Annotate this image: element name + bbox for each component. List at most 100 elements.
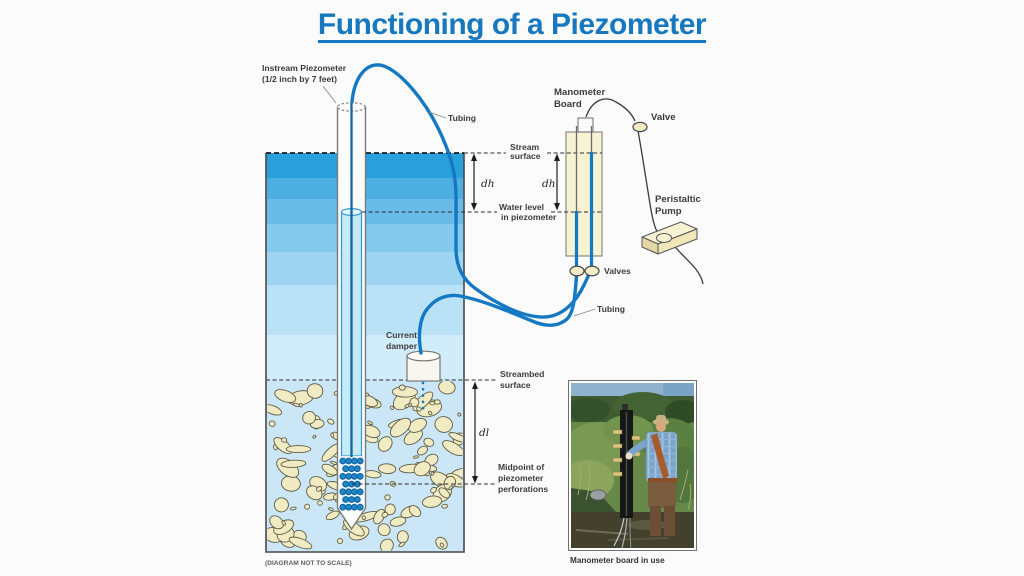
label-current-damper-2: damper [386, 341, 418, 351]
bottom-valve-right [584, 265, 600, 277]
perforation-hole [356, 503, 364, 511]
instream-piezometer [336, 102, 367, 531]
suction-line-mid [637, 130, 659, 234]
label-stream-surface: Stream [510, 142, 539, 152]
label-dl: dl [479, 427, 489, 439]
pebble [306, 383, 324, 399]
pebble [389, 516, 407, 527]
pebble [384, 494, 391, 501]
piezometer-leader [322, 85, 337, 104]
pebble [422, 495, 443, 508]
perforation-hole [339, 457, 347, 465]
pebble [442, 440, 463, 457]
perforation-hole [342, 496, 350, 503]
label-instream-piezometer-size: (1/2 inch by 7 feet) [262, 74, 337, 84]
label-streambed-surface: Streambed [500, 369, 544, 379]
labels: Instream Piezometer (1/2 inch by 7 feet)… [262, 63, 702, 567]
pebble [408, 417, 427, 433]
pebble [377, 463, 397, 475]
label-manometer-board-2: Board [554, 99, 582, 110]
pebble [457, 412, 462, 417]
label-peristaltic-pump: Peristaltic [655, 194, 702, 205]
bottom-valve-left [569, 265, 585, 277]
pebble [438, 381, 456, 395]
pebble [312, 434, 317, 439]
pebble [288, 536, 313, 550]
tubing-mid-leader [573, 308, 596, 317]
pebble [281, 520, 287, 526]
pebble [404, 403, 410, 409]
manometer-photo [568, 380, 697, 551]
label-manometer-board: Manometer [554, 87, 605, 98]
pebble [325, 510, 340, 521]
pebble [274, 389, 297, 403]
perforation-hole [353, 465, 361, 473]
tubing-damper-to-board [417, 265, 579, 355]
pebble [316, 486, 323, 492]
piezometer-perforations [339, 457, 364, 511]
pebble [438, 487, 451, 499]
perforation-hole [339, 488, 347, 496]
label-midpoint-3: perforations [498, 484, 548, 494]
label-tubing-top: Tubing [448, 113, 476, 123]
board-panel [565, 131, 603, 257]
pump-assembly [585, 98, 704, 285]
suction-line-out [669, 240, 704, 285]
label-tubing-mid: Tubing [597, 304, 625, 314]
pebble [330, 432, 335, 438]
pebble [430, 486, 437, 494]
manometer-board [565, 117, 603, 257]
stream-cross-section [265, 153, 496, 553]
pebble [327, 418, 335, 425]
tubing-top-leader [428, 111, 447, 119]
perforation-hole [356, 488, 364, 496]
pebble [302, 410, 316, 425]
perforation-hole [353, 496, 361, 503]
pebble [337, 537, 343, 545]
pebble [398, 384, 406, 391]
pebble [417, 445, 428, 456]
pebble [389, 417, 412, 438]
perforation-hole [345, 503, 353, 511]
page-title: Functioning of a Piezometer [317, 8, 707, 41]
pebble [413, 461, 431, 477]
pebble [403, 428, 423, 446]
pebble [285, 445, 312, 454]
label-stream-surface-2: surface [510, 151, 541, 161]
pebble [429, 401, 436, 406]
pump-rotor [656, 233, 672, 243]
pebble [269, 515, 284, 530]
label-water-level-2: in piezometer [501, 212, 557, 222]
pebble [448, 432, 463, 443]
perforation-hole [351, 457, 358, 465]
damper-top [406, 350, 441, 362]
pebble [379, 538, 394, 551]
perforation-hole [339, 503, 347, 511]
board-bracket [577, 117, 594, 133]
pebble [268, 420, 276, 427]
pebble [396, 530, 409, 544]
pebble [408, 505, 422, 518]
perforation-hole [356, 457, 364, 465]
label-water-level: Water level [499, 202, 544, 212]
perforation-hole [351, 473, 358, 480]
label-midpoint-2: piezometer [498, 473, 544, 483]
label-not-to-scale: (DIAGRAM NOT TO SCALE) [265, 560, 352, 567]
perforation-hole [348, 465, 355, 473]
stream-box-border [265, 153, 465, 553]
pebble [434, 416, 453, 433]
label-midpoint: Midpoint of [498, 462, 544, 472]
pebble [317, 500, 323, 506]
perforation-hole [345, 473, 353, 480]
pebble [299, 402, 303, 408]
pebble [439, 542, 445, 548]
pebble [430, 471, 435, 476]
top-valve [632, 121, 648, 133]
perforation-hole [356, 473, 364, 480]
pebble [267, 404, 283, 416]
pebble [384, 503, 396, 516]
pebble [328, 507, 334, 511]
label-instream-piezometer: Instream Piezometer [262, 63, 347, 73]
pebble [423, 437, 435, 447]
pebble [377, 436, 393, 452]
